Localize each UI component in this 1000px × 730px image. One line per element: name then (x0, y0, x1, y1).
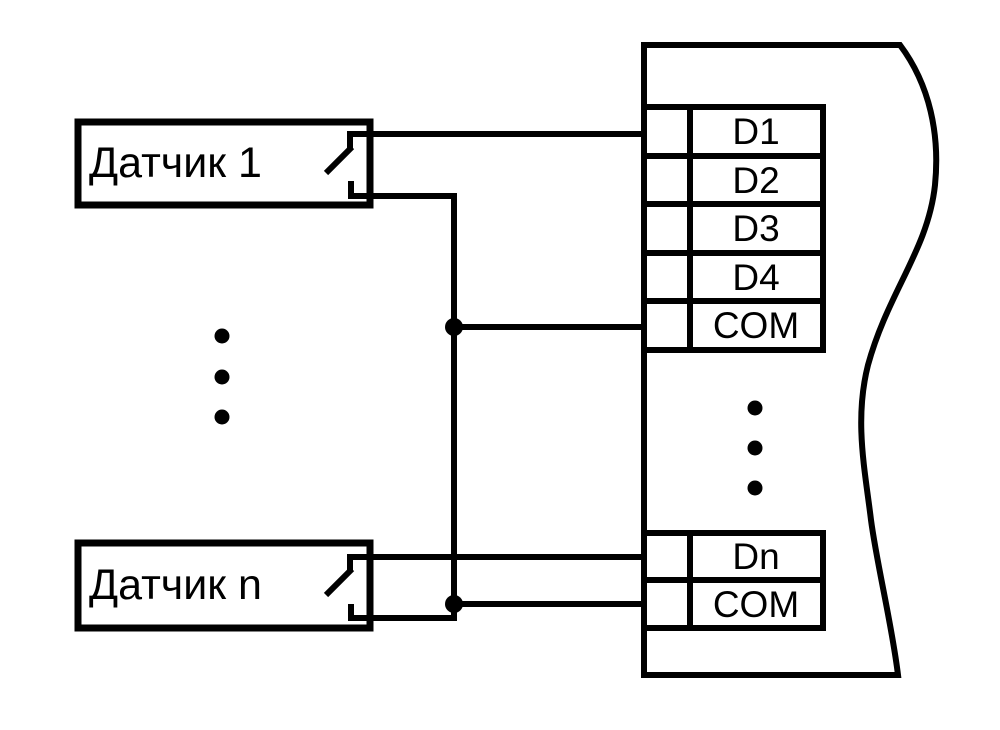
ellipsis-dot (214, 369, 230, 385)
terminal-label-com-bottom: COM (713, 584, 799, 625)
switch-contact-icon (323, 144, 355, 176)
switch-blade (323, 144, 355, 176)
junction-dot-com-bottom (445, 595, 463, 613)
sensor-1-box (74, 118, 374, 209)
terminal-label-com-top: COM (713, 305, 799, 346)
wire-common-bus (348, 181, 457, 621)
terminal-label-dn: Dn (732, 536, 779, 577)
wire-sensorN-to-dn (347, 554, 647, 570)
sensors-ellipsis (214, 328, 230, 425)
bottom-terminal-block: Dn COM (641, 530, 826, 631)
ellipsis-dot (214, 409, 230, 425)
device-ellipsis (747, 400, 763, 496)
sensor-1-label: Датчик 1 (89, 139, 262, 187)
terminal-label-d4: D4 (732, 257, 779, 298)
ellipsis-dot (747, 400, 763, 416)
top-terminal-block-frame (641, 104, 826, 353)
ellipsis-dot (214, 328, 230, 344)
ellipsis-dot (747, 480, 763, 496)
terminal-label-d2: D2 (732, 160, 779, 201)
top-terminal-block: D1 D2 D3 D4 COM (641, 104, 826, 353)
sensor-n-box (74, 539, 374, 632)
device-outline (641, 42, 940, 678)
terminal-label-d1: D1 (732, 111, 779, 152)
top-terminal-block-row-dividers (644, 153, 823, 304)
wire-sensor1-to-d1 (347, 131, 647, 148)
ellipsis-dot (747, 440, 763, 456)
sensor-n: Датчик n (74, 539, 374, 632)
junction-dot-com-top (445, 318, 463, 336)
sensor-1: Датчик 1 (74, 118, 374, 209)
terminal-label-d3: D3 (732, 208, 779, 249)
switch-contact-icon (323, 566, 355, 598)
switch-blade (323, 566, 355, 598)
sensor-n-label: Датчик n (89, 561, 262, 609)
